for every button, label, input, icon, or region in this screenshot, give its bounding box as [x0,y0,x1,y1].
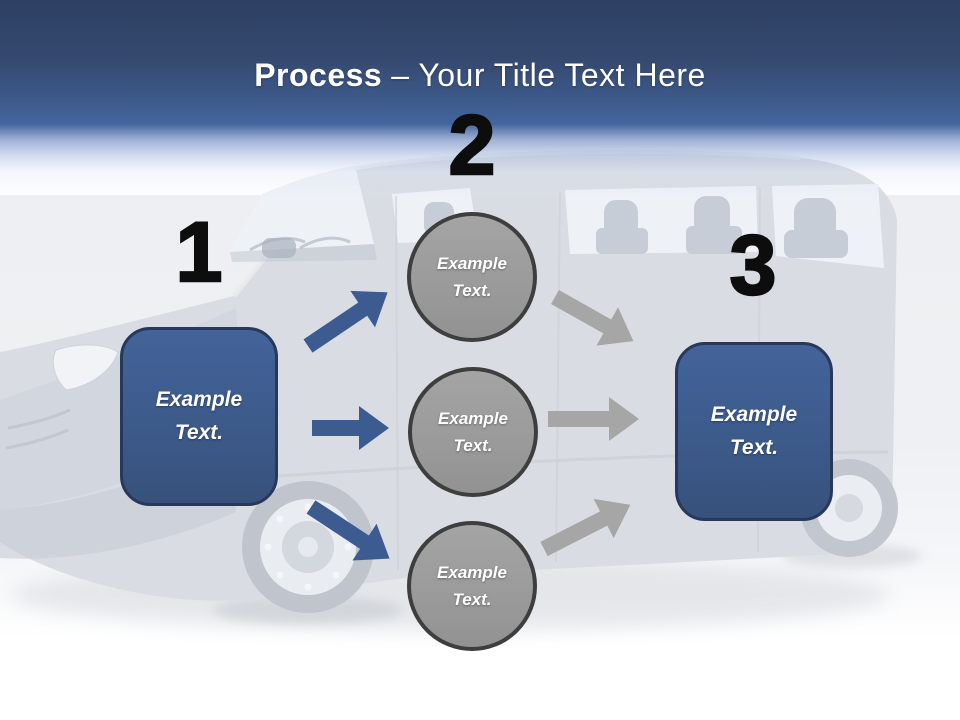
van-front-door-seam [395,195,399,571]
process-end-box: Example Text. [675,342,833,521]
step-number-2: 2 [447,98,496,192]
van-seat-back-2 [686,226,742,254]
process-circle-bottom-label: Example Text. [437,562,507,609]
process-circle-top-label: Example Text. [437,253,507,300]
slide-title-rest: – Your Title Text Here [391,57,706,93]
slide-title: Process– Your Title Text Here [0,52,960,98]
slide-title-keyword: Process [254,57,383,93]
van-grille-line-2 [5,428,69,450]
van-seat-back-3 [784,230,848,258]
process-start-label: Example Text. [155,387,243,444]
van-wiper-right [299,236,351,250]
process-circle-middle-label: Example Text. [438,408,508,455]
van-headlight [52,344,119,391]
van-windshield [230,166,374,252]
van-mirror [262,238,296,258]
step-number-3: 3 [728,218,777,312]
van-dashboard-shade [230,244,377,262]
van-seat-back-1 [596,228,648,254]
van-grille-line-1 [7,408,71,430]
step-number-1: 1 [174,205,223,299]
process-end-label: Example Text. [710,402,798,459]
process-start-box: Example Text. [120,327,278,506]
process-circle-top: Example Text. [407,212,537,342]
process-circle-middle: Example Text. [408,367,538,497]
process-circle-bottom: Example Text. [407,521,537,651]
